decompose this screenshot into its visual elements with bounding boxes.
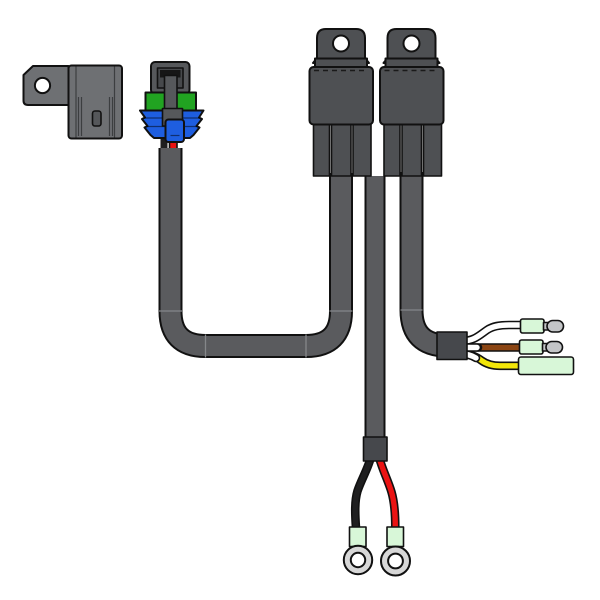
bracket-relay — [22, 64, 123, 140]
white-wire — [459, 322, 524, 344]
white-lead-bullet-sleeve — [519, 318, 545, 334]
relay-right — [379, 28, 445, 177]
relay-right-rib-2 — [401, 122, 423, 177]
connector-blue-tab — [164, 118, 185, 143]
connector-terminal-slot — [160, 70, 181, 78]
power-leads — [342, 436, 411, 577]
yellow-lead-female-bullet — [517, 356, 575, 376]
black-ring-crimp-sleeve — [348, 526, 367, 548]
right-cable-ferrule — [436, 331, 468, 361]
bracket-slot — [91, 110, 102, 127]
relay-left-body — [308, 66, 374, 126]
relay-right-body — [379, 66, 445, 126]
cable-connector-to-relay — [158, 148, 353, 358]
output-leads — [436, 318, 575, 376]
relay-left-mounting-hole — [332, 34, 350, 53]
plug-connector — [139, 61, 205, 143]
cable-u-core — [160, 148, 351, 356]
stub-black-wire — [160, 133, 168, 150]
cable-relay-to-outputs — [399, 172, 453, 358]
relay-left-rib-1 — [312, 122, 331, 177]
bracket-clip-details — [77, 97, 114, 136]
red-wire — [375, 452, 398, 531]
relay-left-rib-2 — [330, 122, 352, 177]
bracket-seam-lines — [75, 66, 116, 138]
white-lead-bullet-tip — [546, 319, 565, 333]
mid-cable-ferrule — [362, 436, 388, 462]
cable-u-seams — [159, 310, 353, 358]
relay-right-rib-3 — [422, 122, 443, 177]
relay-right-rib-1 — [383, 122, 401, 177]
bracket-mounting-hole — [33, 76, 52, 95]
black-wire — [352, 452, 375, 531]
cable-right-core — [401, 172, 453, 356]
brown-lead-bullet-tip — [545, 340, 564, 354]
red-ring-terminal-hole — [387, 552, 404, 570]
cable-u-outline — [158, 148, 353, 358]
connector-latch — [163, 74, 178, 114]
relay-right-mounting-hole — [402, 34, 421, 53]
relay-left — [308, 28, 374, 177]
relay-left-rib-3 — [352, 122, 372, 177]
red-ring-crimp-sleeve — [386, 526, 405, 548]
brown-lead-bullet-sleeve — [518, 339, 544, 355]
black-ring-terminal-hole — [349, 551, 367, 569]
